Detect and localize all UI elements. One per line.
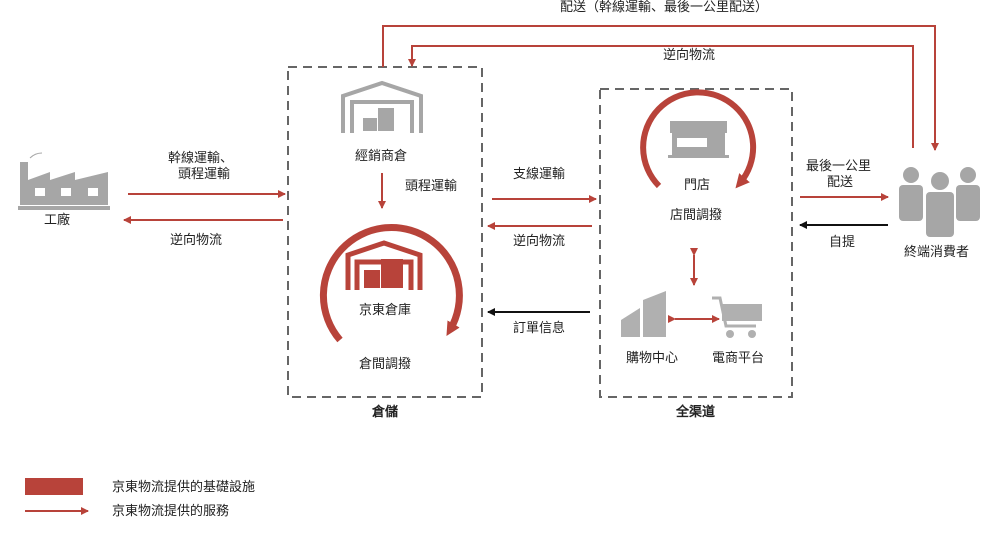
self-pickup-label: 自提 <box>829 235 856 250</box>
trunk-label-2: 頭程運輸 <box>178 167 231 182</box>
warehouse-transfer-label: 倉間調撥 <box>359 357 412 372</box>
legend-infrastructure-swatch <box>25 478 83 495</box>
reverse-top-label: 逆向物流 <box>663 48 716 63</box>
delivery-top-arrow <box>382 25 939 151</box>
consumer-label: 終端消費者 <box>904 245 970 260</box>
dealer-warehouse-icon <box>341 80 423 133</box>
omnichannel-group-label: 全渠道 <box>676 405 716 420</box>
reverse-factory-label: 逆向物流 <box>170 233 223 248</box>
order-info-label: 訂單信息 <box>513 321 566 336</box>
last-mile-label-2: 配送 <box>827 175 854 190</box>
store-icon <box>668 121 729 158</box>
store-transfer-label: 店間調撥 <box>670 208 723 223</box>
delivery-top-label: 配送（幹線運輸、最後一公里配送） <box>560 0 769 15</box>
omnichannel-group-box <box>599 88 793 398</box>
store-mall-double-arrow <box>668 248 720 323</box>
legend-infrastructure-label: 京東物流提供的基礎設施 <box>112 480 256 495</box>
cart-icon <box>712 296 762 338</box>
trunk-label-1: 幹線運輸、 <box>168 151 234 166</box>
storage-group-box <box>287 66 483 398</box>
ecommerce-label: 電商平台 <box>712 351 765 366</box>
store-label: 門店 <box>684 178 711 193</box>
reverse-channel-label: 逆向物流 <box>513 234 566 249</box>
last-mile-label-1: 最後一公里 <box>806 159 872 174</box>
consumer-group-icon <box>899 167 980 237</box>
store-transfer-cycle-icon <box>640 89 757 189</box>
mall-label: 購物中心 <box>626 351 679 366</box>
first-leg-label: 頭程運輸 <box>405 179 458 194</box>
dealer-warehouse-label: 經銷商倉 <box>355 149 408 164</box>
legend-service-label: 京東物流提供的服務 <box>112 504 230 519</box>
factory-label: 工廠 <box>44 213 71 228</box>
reverse-top-arrow <box>408 45 914 148</box>
mall-icon <box>621 291 666 337</box>
warehouse-transfer-cycle-icon <box>319 223 463 343</box>
branch-label: 支線運輸 <box>513 167 566 182</box>
storage-group-label: 倉儲 <box>372 405 399 420</box>
jd-warehouse-icon <box>345 240 423 290</box>
factory-icon <box>18 152 110 210</box>
jd-warehouse-label: 京東倉庫 <box>359 303 412 318</box>
